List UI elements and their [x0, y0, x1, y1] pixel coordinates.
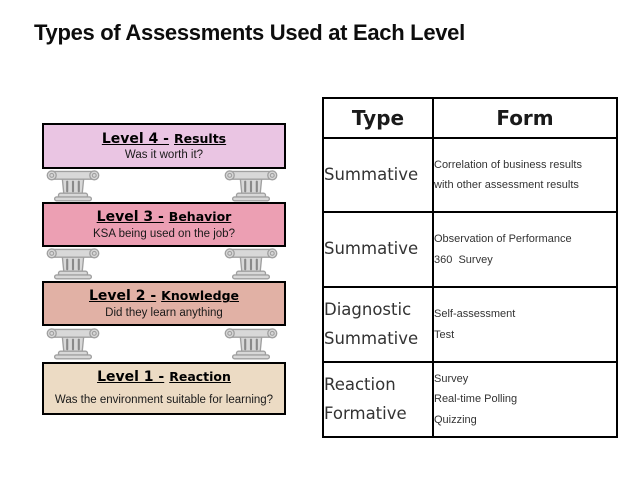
column-header-form: Form [432, 97, 618, 139]
table-row: Diagnostic Summative Self-assessment Tes… [322, 286, 618, 363]
greek-column-icon [222, 327, 280, 360]
page-title: Types of Assessments Used at Each Level [34, 20, 465, 45]
level-box-2: Level 2 -Knowledge Did they learn anythi… [42, 281, 286, 326]
level-box-4: Level 4 -Results Was it worth it? [42, 123, 286, 169]
level-2-heading: Level 2 -Knowledge [89, 288, 239, 304]
level-2-suffix: Knowledge [161, 288, 239, 304]
column-header-type: Type [322, 97, 434, 139]
table-row: Summative Observation of Performance 360… [322, 211, 618, 288]
table-row: Reaction Formative Survey Real-time Poll… [322, 361, 618, 438]
level-1-label: Level 1 - [97, 369, 165, 385]
level-2-label: Level 2 - [89, 288, 157, 305]
form-cell: Observation of Performance 360 Survey [432, 211, 618, 288]
pillar-row-bottom [42, 327, 286, 360]
level-box-3: Level 3 -Behavior KSA being used on the … [42, 202, 286, 247]
greek-column-icon [44, 247, 102, 280]
type-cell: Summative [322, 137, 434, 213]
greek-column-icon [222, 247, 280, 280]
level-3-heading: Level 3 -Behavior [97, 209, 232, 225]
level-1-question: Was the environment suitable for learnin… [54, 394, 274, 406]
form-cell: Correlation of business results with oth… [432, 137, 618, 213]
level-1-suffix: Reaction [169, 369, 231, 384]
level-2-question: Did they learn anything [105, 306, 223, 319]
level-4-heading: Level 4 -Results [102, 131, 226, 147]
table-header-row: Type Form [322, 97, 618, 139]
table-row: Summative Correlation of business result… [322, 137, 618, 213]
level-1-heading: Level 1 - Reaction [97, 369, 231, 385]
greek-column-icon [44, 327, 102, 360]
level-3-suffix: Behavior [168, 209, 232, 225]
level-4-question: Was it worth it? [124, 149, 204, 162]
level-3-question: KSA being used on the job? [93, 227, 235, 240]
pillar-row-middle [42, 247, 286, 280]
greek-column-icon [44, 169, 102, 202]
level-box-1: Level 1 - Reaction Was the environment su… [42, 362, 286, 415]
level-4-suffix: Results [173, 130, 227, 146]
type-cell: Diagnostic Summative [322, 286, 434, 363]
greek-column-icon [222, 169, 280, 202]
assessment-table: Type Form Summative Correlation of busin… [322, 97, 618, 438]
type-cell: Reaction Formative [322, 361, 434, 438]
form-cell: Self-assessment Test [432, 286, 618, 363]
level-3-label: Level 3 - [96, 209, 164, 226]
type-cell: Summative [322, 211, 434, 288]
pillar-row-top [42, 169, 286, 202]
level-4-label: Level 4 - [101, 130, 169, 147]
form-cell: Survey Real-time Polling Quizzing [432, 361, 618, 438]
